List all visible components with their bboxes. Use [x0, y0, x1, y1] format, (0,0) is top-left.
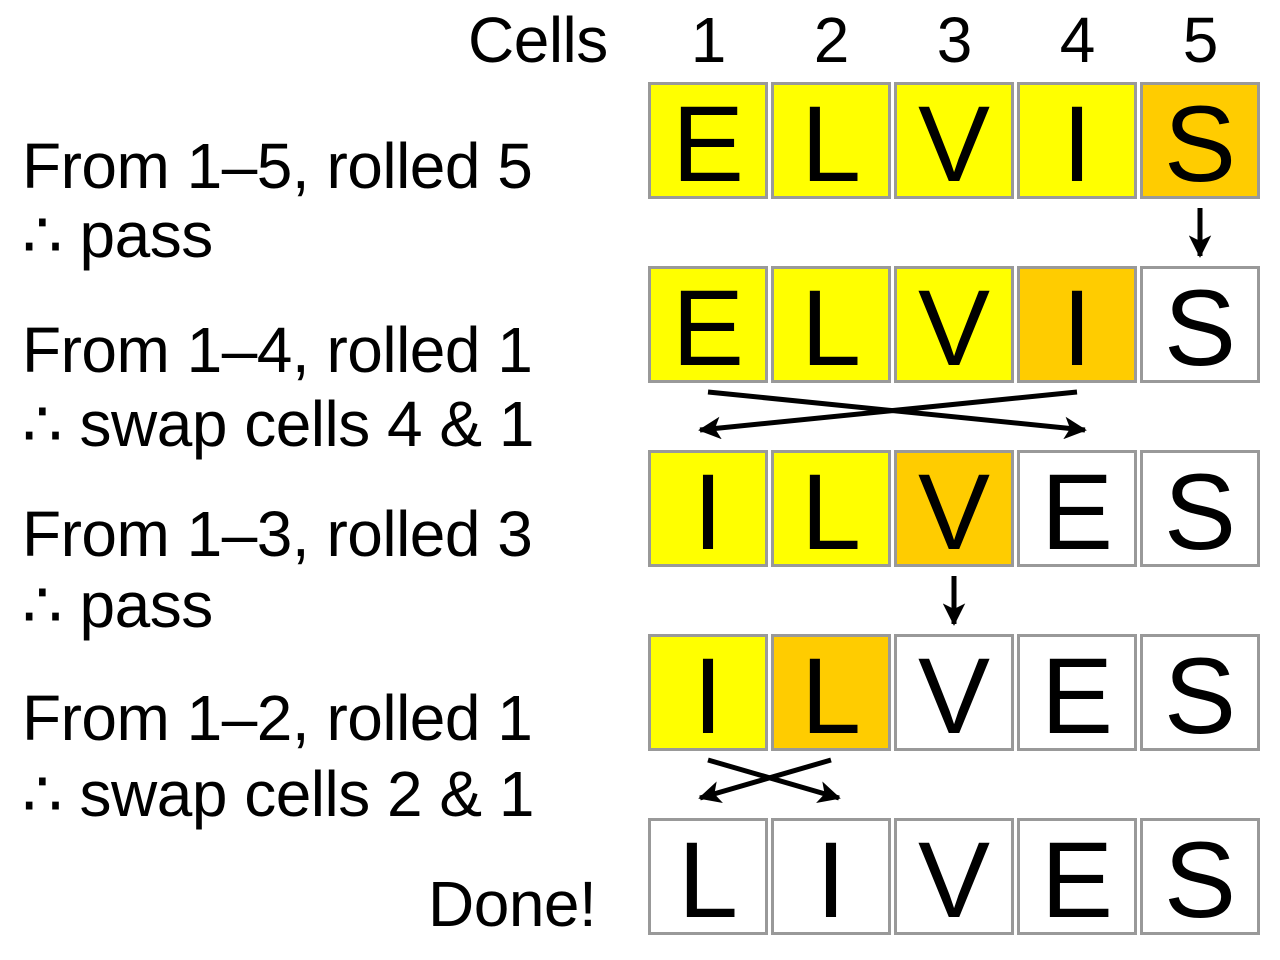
- column-header-5: 5: [1182, 4, 1219, 76]
- cell-r3-c3: V: [894, 450, 1014, 570]
- step-label-2: From 1–4, rolled 1: [22, 314, 533, 386]
- done-label: Done!: [428, 868, 597, 940]
- action-label-3: ∴ pass: [22, 569, 213, 641]
- cell-r2-c2: L: [771, 266, 891, 386]
- cell-r3-c1: I: [648, 450, 768, 570]
- cells-header-label: Cells: [468, 4, 608, 76]
- column-header-1: 1: [690, 4, 727, 76]
- column-header-3: 3: [936, 4, 973, 76]
- cell-r5-c3: V: [894, 818, 1014, 938]
- cell-r5-c5: S: [1140, 818, 1260, 938]
- swap-arrow-2-b: [707, 389, 1087, 440]
- cell-r1-c5: S: [1140, 82, 1260, 202]
- cell-r5-c4: E: [1017, 818, 1137, 938]
- cell-r4-c1: I: [648, 634, 768, 754]
- cell-r1-c4: I: [1017, 82, 1137, 202]
- cell-r5-c1: L: [648, 818, 768, 938]
- cell-r2-c3: V: [894, 266, 1014, 386]
- cell-r1-c2: L: [771, 82, 891, 202]
- cell-r4-c4: E: [1017, 634, 1137, 754]
- cell-r3-c2: L: [771, 450, 891, 570]
- column-header-2: 2: [813, 4, 850, 76]
- cell-r1-c3: V: [894, 82, 1014, 202]
- cell-r4-c5: S: [1140, 634, 1260, 754]
- cell-r3-c5: S: [1140, 450, 1260, 570]
- step-label-4: From 1–2, rolled 1: [22, 682, 533, 754]
- cell-r4-c3: V: [894, 634, 1014, 754]
- action-label-2: ∴ swap cells 4 & 1: [22, 388, 534, 460]
- cell-r3-c4: E: [1017, 450, 1137, 570]
- action-label-4: ∴ swap cells 2 & 1: [22, 758, 534, 830]
- cell-r2-c1: E: [648, 266, 768, 386]
- step-label-1: From 1–5, rolled 5: [22, 130, 533, 202]
- cell-r2-c5: S: [1140, 266, 1260, 386]
- column-header-4: 4: [1059, 4, 1096, 76]
- step-label-3: From 1–3, rolled 3: [22, 498, 533, 570]
- cell-r1-c1: E: [648, 82, 768, 202]
- action-label-1: ∴ pass: [22, 199, 213, 271]
- cell-r2-c4: I: [1017, 266, 1137, 386]
- swap-arrow-4-b: [707, 757, 841, 804]
- cell-r4-c2: L: [771, 634, 891, 754]
- cell-r5-c2: I: [771, 818, 891, 938]
